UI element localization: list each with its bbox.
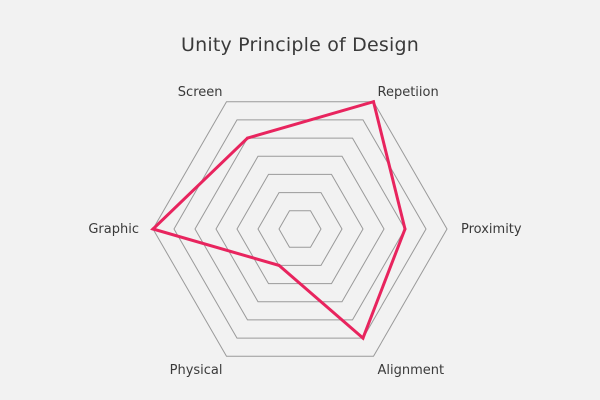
axis-label-proximity: Proximity [461, 222, 522, 237]
axis-label-physical: Physical [170, 363, 223, 378]
grid-ring-7 [152, 101, 448, 357]
data-point-repetiion [372, 100, 375, 104]
axis-label-graphic: Graphic [88, 222, 139, 237]
grid-ring-4 [215, 155, 385, 303]
series-line-0 [150, 99, 407, 341]
grid-ring-6 [173, 119, 427, 339]
grid-ring-1 [278, 210, 322, 248]
axis-label-screen: Screen [178, 85, 223, 100]
chart-title: Unity Principle of Design [181, 34, 419, 56]
grid-ring-2 [257, 192, 343, 266]
axis-label-alignment: Alignment [378, 363, 445, 378]
grid-ring-5 [194, 137, 406, 321]
axis-label-repetiion: Repetiion [378, 85, 439, 100]
data-point-physical [277, 263, 281, 267]
data-point-alignment [361, 336, 365, 340]
data-point-screen [246, 136, 249, 140]
radar-grid [152, 101, 448, 357]
data-point-graphic [151, 227, 155, 231]
grid-ring-3 [236, 173, 364, 285]
data-point-proximity [403, 227, 407, 231]
radar-series [150, 99, 407, 341]
